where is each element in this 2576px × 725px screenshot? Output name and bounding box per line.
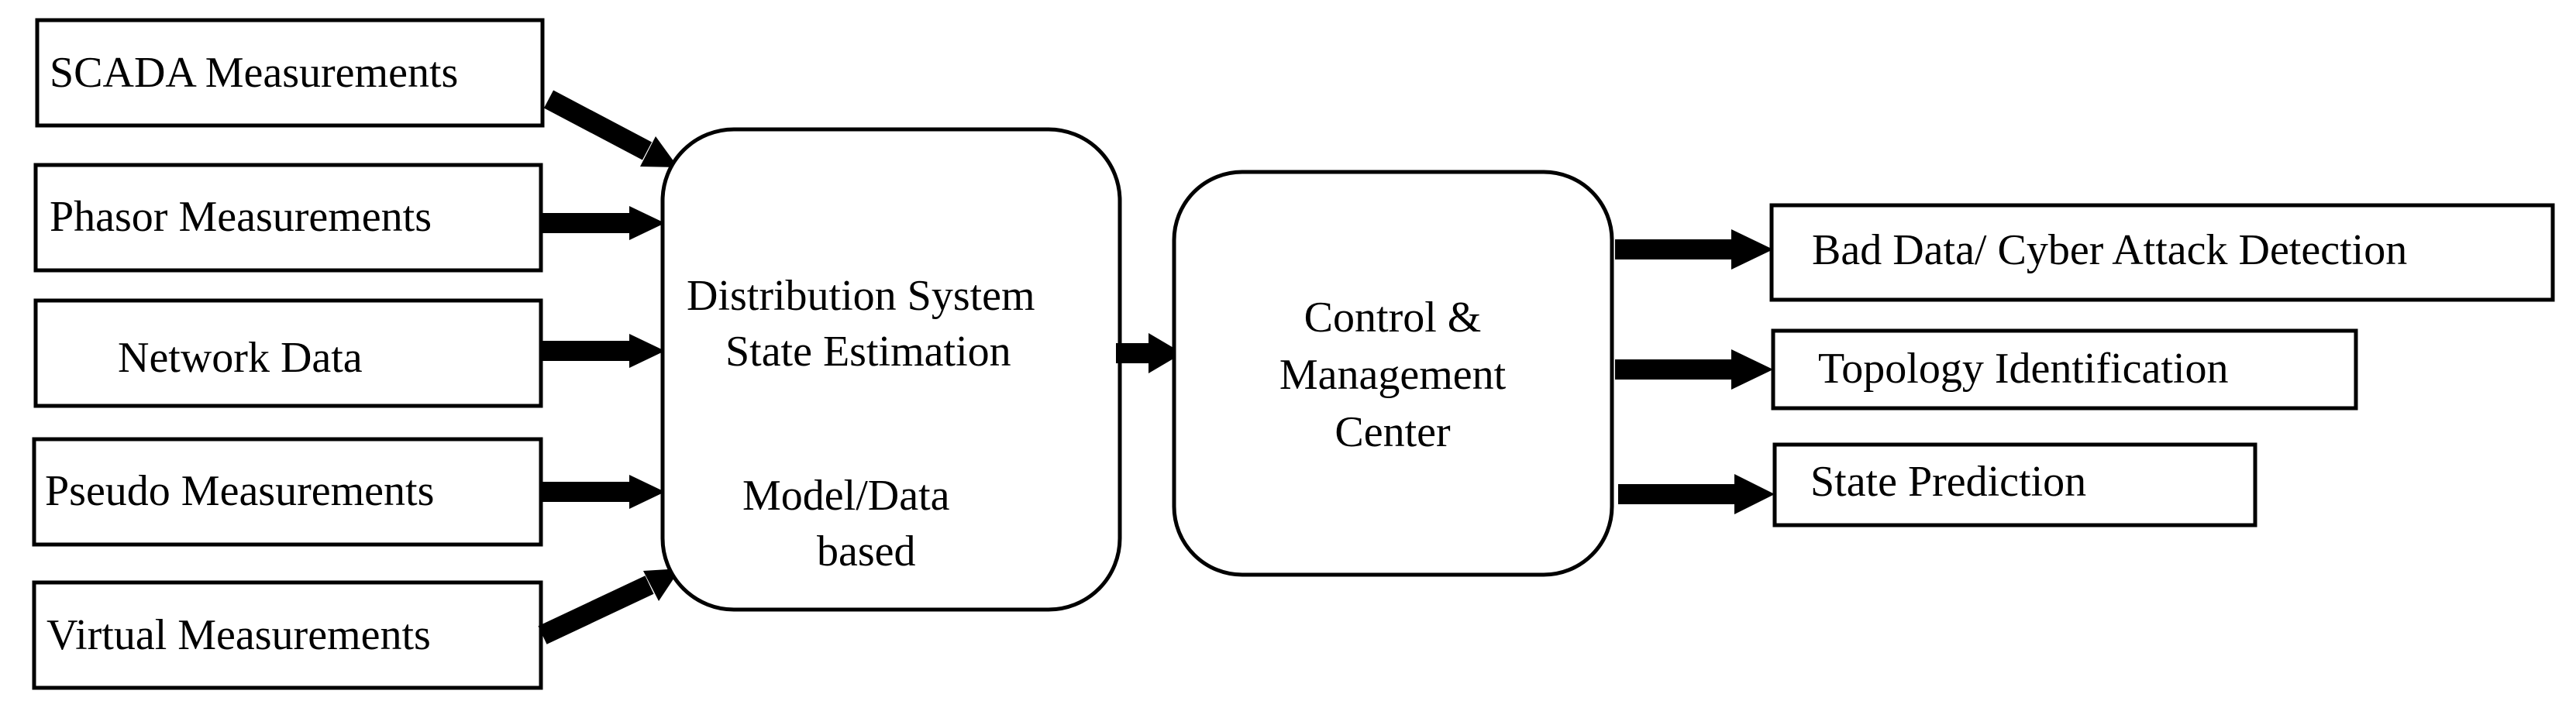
estimator-sub-line1: Model/Data <box>742 472 950 520</box>
input-label: Virtual Measurements <box>46 611 431 659</box>
arrow-network-to-estimator <box>539 334 665 368</box>
output-state-prediction: State Prediction <box>1772 442 2257 527</box>
output-label: State Prediction <box>1810 458 2086 506</box>
input-box <box>33 163 543 273</box>
input-box <box>35 18 545 128</box>
arrow-scada-to-estimator <box>543 90 678 167</box>
arrow-control-to-bad-data <box>1615 229 1773 270</box>
output-label: Topology Identification <box>1818 345 2229 393</box>
input-network-data: Network Data <box>33 298 543 408</box>
control-block: Control & Management Center <box>1172 170 1614 577</box>
output-label: Bad Data/ Cyber Attack Detection <box>1812 226 2407 274</box>
input-label: SCADA Measurements <box>50 49 458 97</box>
output-bad-data: Bad Data/ Cyber Attack Detection <box>1769 203 2555 302</box>
output-box <box>1771 328 2358 411</box>
arrow-control-to-topology <box>1615 349 1773 390</box>
control-line3: Center <box>1334 408 1451 456</box>
estimator-box <box>660 127 1122 612</box>
output-box <box>1769 203 2555 302</box>
arrow-pseudo-to-estimator <box>539 475 665 509</box>
input-label: Pseudo Measurements <box>45 467 434 515</box>
input-label: Phasor Measurements <box>50 193 432 241</box>
estimator-block: Distribution System State Estimation Mod… <box>660 127 1122 612</box>
input-pseudo: Pseudo Measurements <box>32 437 543 547</box>
estimator-title-line2: State Estimation <box>725 328 1011 376</box>
arrow-virtual-to-estimator <box>538 569 680 644</box>
input-scada: SCADA Measurements <box>35 18 545 128</box>
estimator-title-line1: Distribution System <box>687 272 1035 320</box>
input-box <box>33 298 543 408</box>
control-line2: Management <box>1279 351 1507 399</box>
estimator-sub-line2: based <box>817 527 916 576</box>
output-topology: Topology Identification <box>1771 328 2358 411</box>
arrow-control-to-state-prediction <box>1618 474 1775 514</box>
control-box <box>1172 170 1614 577</box>
arrow-estimator-to-control <box>1116 333 1183 373</box>
output-box <box>1772 442 2257 527</box>
input-label: Network Data <box>118 334 363 382</box>
control-line1: Control & <box>1304 294 1482 342</box>
input-virtual: Virtual Measurements <box>32 580 543 690</box>
input-box <box>32 580 543 690</box>
arrow-phasor-to-estimator <box>539 206 665 240</box>
input-phasor: Phasor Measurements <box>33 163 543 273</box>
